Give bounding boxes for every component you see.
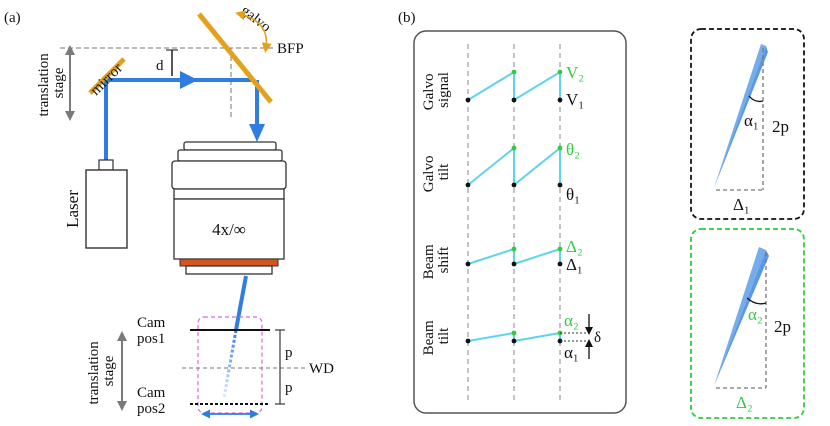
objective-lens: 4x/∞: [171, 141, 287, 275]
row-label-beam-tilt: Beam tilt: [421, 317, 452, 356]
timing-box: [413, 30, 627, 414]
row-label-galvo-tilt: Galvo tilt: [421, 152, 452, 192]
galvo-label: galvo: [238, 3, 274, 36]
objective-color-band: [179, 258, 279, 267]
galvo-signal-lower-label: V₁: [566, 90, 584, 109]
inset-black-height-label: 2p: [772, 117, 789, 136]
mirror: [88, 57, 126, 95]
laser-label: Laser: [63, 190, 82, 228]
galvo-tilt-lower-label: θ₁: [566, 185, 580, 204]
waveform-beam-tilt: [465, 314, 593, 359]
p-upper-label: p: [285, 345, 293, 361]
inset-green-delta-label: Δ₂: [736, 393, 753, 412]
inset-black: α₁ 2p Δ₁: [690, 28, 805, 220]
translation-stage-bottom-label: translation stage: [86, 337, 117, 404]
row-label-galvo-signal: Galvo signal: [421, 70, 452, 110]
p-lower-label: p: [285, 380, 293, 396]
beam-tilt-delta-label: δ: [594, 330, 601, 346]
panel-a-label: (a): [4, 10, 21, 26]
inset-black-delta-label: Δ₁: [733, 195, 750, 214]
waveform-galvo-tilt: [465, 145, 563, 188]
beam-shift-lower-label: Δ₁: [566, 255, 583, 274]
cam-pos1-label: Cam pos1: [137, 315, 169, 347]
beam-direction-arrow: [180, 71, 198, 89]
panel-b-label: (b): [398, 10, 416, 26]
focused-beam-extension: [222, 329, 238, 399]
beam-shift-upper-label: Δ₂: [566, 237, 583, 256]
laser-body: [85, 169, 128, 249]
galvo-rotation-arrow: [235, 10, 272, 53]
panel-b: (b) Galvo signal Galvo tilt Beam shift B…: [398, 10, 627, 414]
galvo-signal-upper-label: V₂: [566, 63, 584, 82]
inset-green-alpha-label: α₂: [748, 305, 763, 324]
beam-cone-green: [714, 247, 766, 386]
cam-pos2-label: Cam pos2: [137, 385, 169, 417]
beam-tilt-lower-label: α₁: [564, 343, 579, 362]
beam-down-arrow: [249, 124, 265, 142]
bfp-label: BFP: [277, 41, 304, 57]
focused-beam: [234, 275, 248, 331]
inset-green: α₂ 2p Δ₂: [690, 228, 805, 419]
waveform-galvo-signal: [465, 69, 563, 103]
beam-cone-black: [714, 44, 766, 188]
translation-stage-top-label: translation stage: [36, 49, 67, 116]
beam-tilt-upper-label: α₂: [564, 311, 579, 330]
laser-aperture: [98, 159, 114, 171]
objective-label: 4x/∞: [212, 220, 246, 239]
waveform-beam-shift: [465, 246, 563, 267]
inset-black-alpha-label: α₁: [744, 111, 759, 130]
inset-green-height-label: 2p: [774, 317, 791, 336]
row-label-beam-shift: Beam shift: [421, 241, 452, 280]
galvo-mirror: [197, 12, 273, 104]
d-label: d: [156, 58, 164, 74]
galvo-tilt-upper-label: θ₂: [566, 140, 580, 159]
panel-a: (a) BFP d mirror galvo translation stage: [4, 3, 334, 419]
wd-label: WD: [309, 361, 334, 377]
